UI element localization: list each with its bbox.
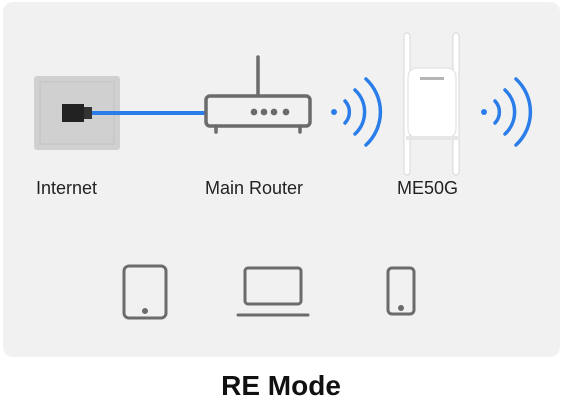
internet-label: Internet <box>36 178 98 198</box>
range-extender-icon <box>403 32 460 176</box>
wifi-signal-icon <box>331 77 383 147</box>
phone-icon <box>386 266 416 316</box>
tablet-icon <box>122 264 168 320</box>
diagram-panel <box>3 2 560 357</box>
laptop-icon <box>236 266 310 317</box>
wifi-signal-icon <box>481 77 533 147</box>
extender-label: ME50G <box>397 178 459 198</box>
mode-caption: RE Mode <box>221 370 341 401</box>
main-router-label: Main Router <box>205 178 304 198</box>
router-icon <box>204 55 312 134</box>
